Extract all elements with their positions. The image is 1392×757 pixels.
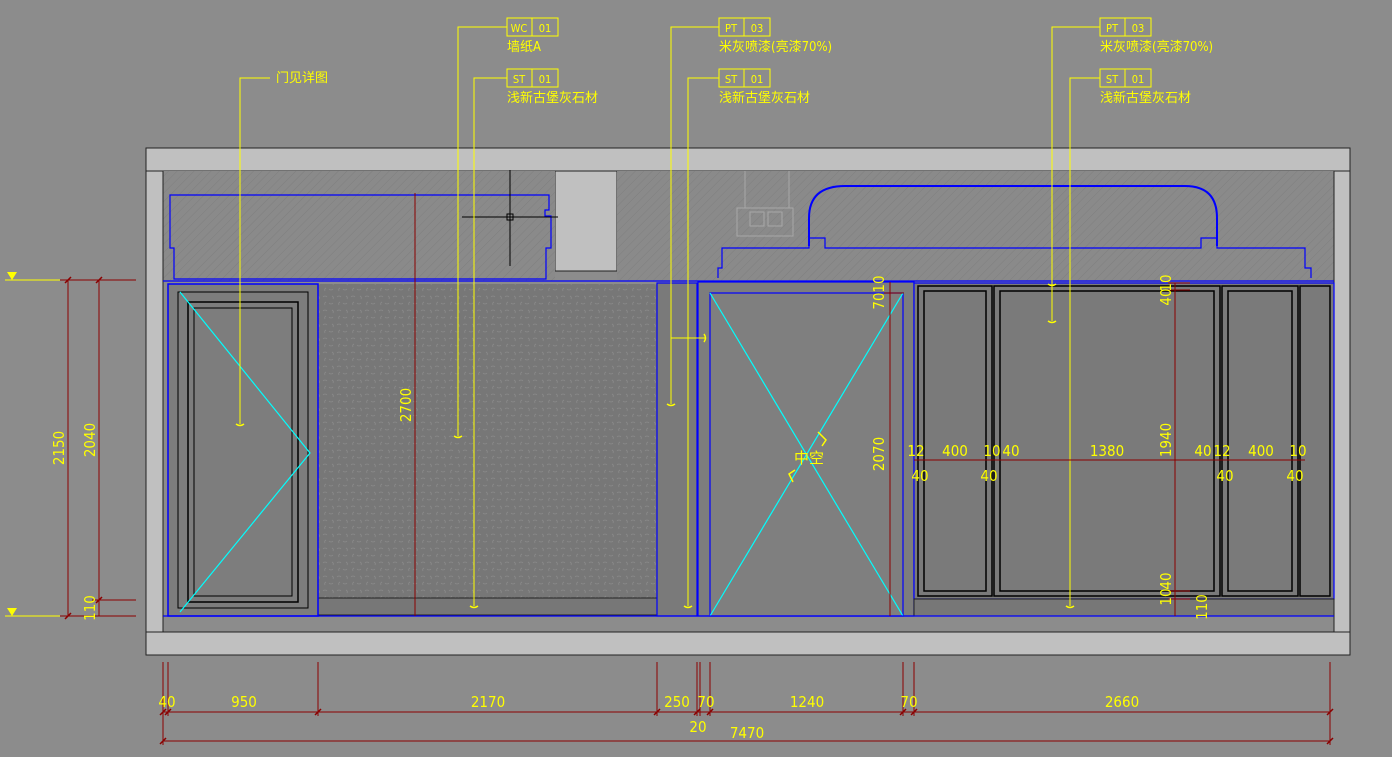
dim-text: 110	[81, 595, 99, 621]
vertical-dimensions: 2150 2040 110 2700 2070 70 10 1940 40 10…	[50, 274, 1211, 620]
bottom-dimensions: 40 950 2170 250 70 20 1240 70 2660 7470	[158, 693, 1139, 742]
leader-ticks	[235, 283, 1075, 609]
dim-text: 20	[689, 718, 706, 736]
dimension-ticks	[64, 276, 1334, 745]
door-reference-note: 门见详图	[276, 71, 328, 86]
dim-total: 7470	[730, 724, 764, 742]
door	[167, 283, 319, 617]
callout-material: 墙纸A	[507, 40, 541, 55]
callout-code: PT	[725, 22, 738, 35]
callout-code: ST	[725, 73, 738, 86]
callout-st-01-middle: ST 01 浅新古堡灰石材	[719, 73, 810, 106]
dim-text: 10	[870, 275, 888, 292]
dim-text: 950	[231, 693, 257, 711]
dim-text: 40	[1216, 467, 1233, 485]
ceiling-cornice-left	[169, 194, 552, 280]
floor-slab	[145, 631, 1351, 656]
dim-text: 70	[870, 292, 888, 309]
callout-st-01-left: ST 01 浅新古堡灰石材	[507, 73, 598, 106]
right-wall	[1333, 170, 1351, 633]
callout-material: 浅新古堡灰石材	[719, 90, 810, 106]
callout-number: 03	[1132, 22, 1145, 35]
callout-code: ST	[513, 73, 526, 86]
callout-code: PT	[1106, 22, 1119, 35]
dim-text: 10	[1157, 274, 1175, 291]
dim-text: 40	[1157, 572, 1175, 589]
dim-text: 2660	[1105, 693, 1139, 711]
dim-text: 10	[1289, 442, 1306, 460]
dim-text: 400	[942, 442, 968, 460]
dim-text: 2170	[471, 693, 505, 711]
dim-text: 2070	[870, 437, 888, 471]
callout-number: 01	[539, 22, 552, 35]
ceiling-void-hatch	[163, 171, 1334, 281]
callout-pt-03-middle: PT 03 米灰喷漆(亮漆70%)	[719, 22, 832, 55]
dim-text: 40	[1157, 288, 1175, 305]
dim-text: 2150	[50, 431, 68, 465]
leaders	[239, 26, 1100, 606]
callout-material: 米灰喷漆(亮漆70%)	[719, 39, 832, 55]
dim-text: 1940	[1157, 423, 1175, 457]
dim-text: 40	[158, 693, 175, 711]
void-opening	[697, 281, 915, 617]
callout-material: 浅新古堡灰石材	[1100, 90, 1191, 106]
callout-wc-01: WC 01 墙纸A	[507, 22, 551, 55]
level-markers	[5, 272, 60, 617]
callout-pt-03-right: PT 03 米灰喷漆(亮漆70%)	[1100, 22, 1213, 55]
dim-text: 250	[664, 693, 690, 711]
dim-text: 12	[1213, 442, 1230, 460]
dim-text: 70	[697, 693, 714, 711]
dimension-lines	[60, 193, 1331, 745]
dim-text: 1380	[1090, 442, 1124, 460]
dim-text: 40	[980, 467, 997, 485]
crosshair-cursor	[462, 170, 558, 266]
callout-boxes	[506, 17, 1152, 88]
ceiling-slab	[145, 147, 1351, 272]
dim-text: 40	[1286, 467, 1303, 485]
dim-text: 1240	[790, 693, 824, 711]
dim-text: 10	[983, 442, 1000, 460]
callout-st-01-right: ST 01 浅新古堡灰石材	[1100, 73, 1191, 106]
pilaster	[656, 282, 698, 617]
stone-wall-panel	[318, 284, 657, 615]
callout-material: 浅新古堡灰石材	[507, 90, 598, 106]
callout-number: 01	[751, 73, 764, 86]
dim-text: 110	[1193, 594, 1211, 620]
dim-text: 40	[1002, 442, 1019, 460]
dim-text: 10	[1157, 588, 1175, 605]
callout-number: 01	[1132, 73, 1145, 86]
callout-code: ST	[1106, 73, 1119, 86]
ceiling-cornice-right	[717, 237, 1312, 278]
callout-code: WC	[511, 22, 528, 35]
dim-text: 2040	[81, 423, 99, 457]
dim-text: 12	[907, 442, 924, 460]
left-wall	[145, 170, 164, 633]
dim-text: 2700	[397, 388, 415, 422]
dim-text: 40	[1194, 442, 1211, 460]
callout-number: 03	[751, 22, 764, 35]
dim-text: 40	[911, 467, 928, 485]
cabinet-dimensions: 12 400 10 40 1380 40 12 400 10 40 40 40 …	[907, 442, 1306, 485]
ceiling-fixture	[736, 171, 794, 237]
cabinet-wall	[913, 282, 1335, 617]
wall-skirting	[317, 597, 658, 616]
callout-material: 米灰喷漆(亮漆70%)	[1100, 39, 1213, 55]
callout-number: 01	[539, 73, 552, 86]
void-label: 中空	[794, 449, 824, 467]
ceiling-arch	[808, 185, 1218, 246]
dim-text: 400	[1248, 442, 1274, 460]
dim-text: 70	[900, 693, 917, 711]
